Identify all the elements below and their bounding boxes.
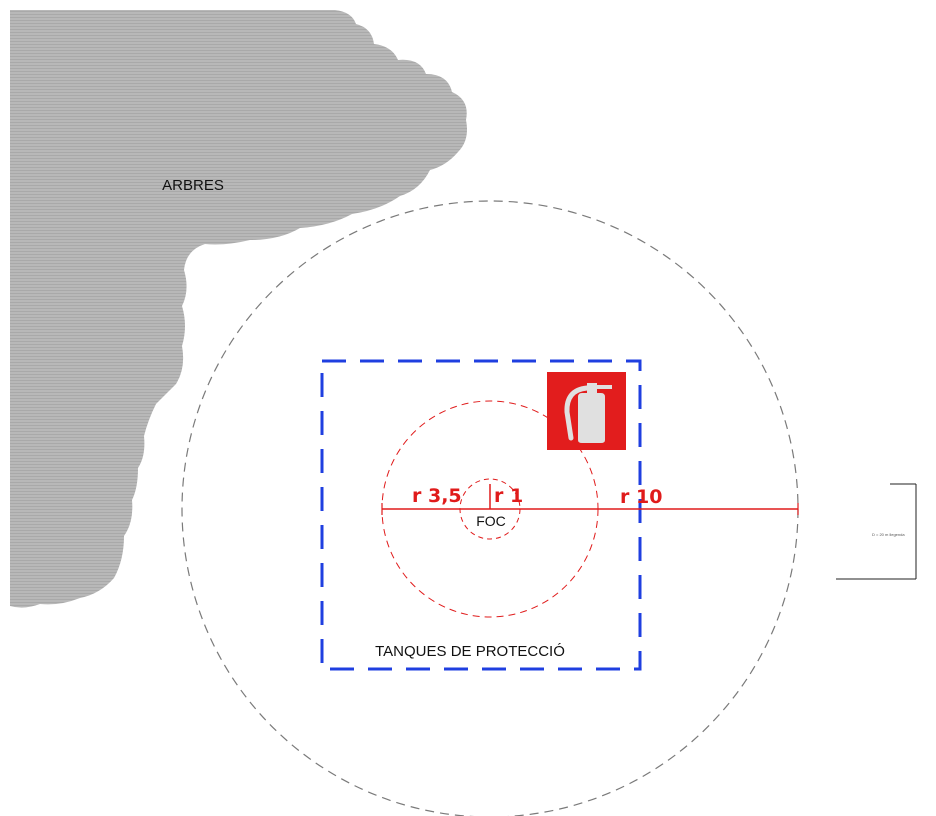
scale-note: D = 20 m llegenda: [872, 532, 905, 537]
radius-label-inner: r 1: [494, 485, 523, 507]
fire-extinguisher-icon: [547, 372, 626, 450]
protection-tanks-square: [320, 359, 642, 671]
scale-bracket: [836, 483, 917, 580]
radius-label-outer: r 10: [620, 486, 662, 508]
fire-label: FOC: [476, 513, 506, 529]
trees-area: [10, 10, 467, 608]
radius-label-middle: r 3,5: [412, 485, 462, 507]
trees-label: ARBRES: [162, 177, 224, 194]
tanks-label: TANQUES DE PROTECCIÓ: [375, 643, 565, 660]
